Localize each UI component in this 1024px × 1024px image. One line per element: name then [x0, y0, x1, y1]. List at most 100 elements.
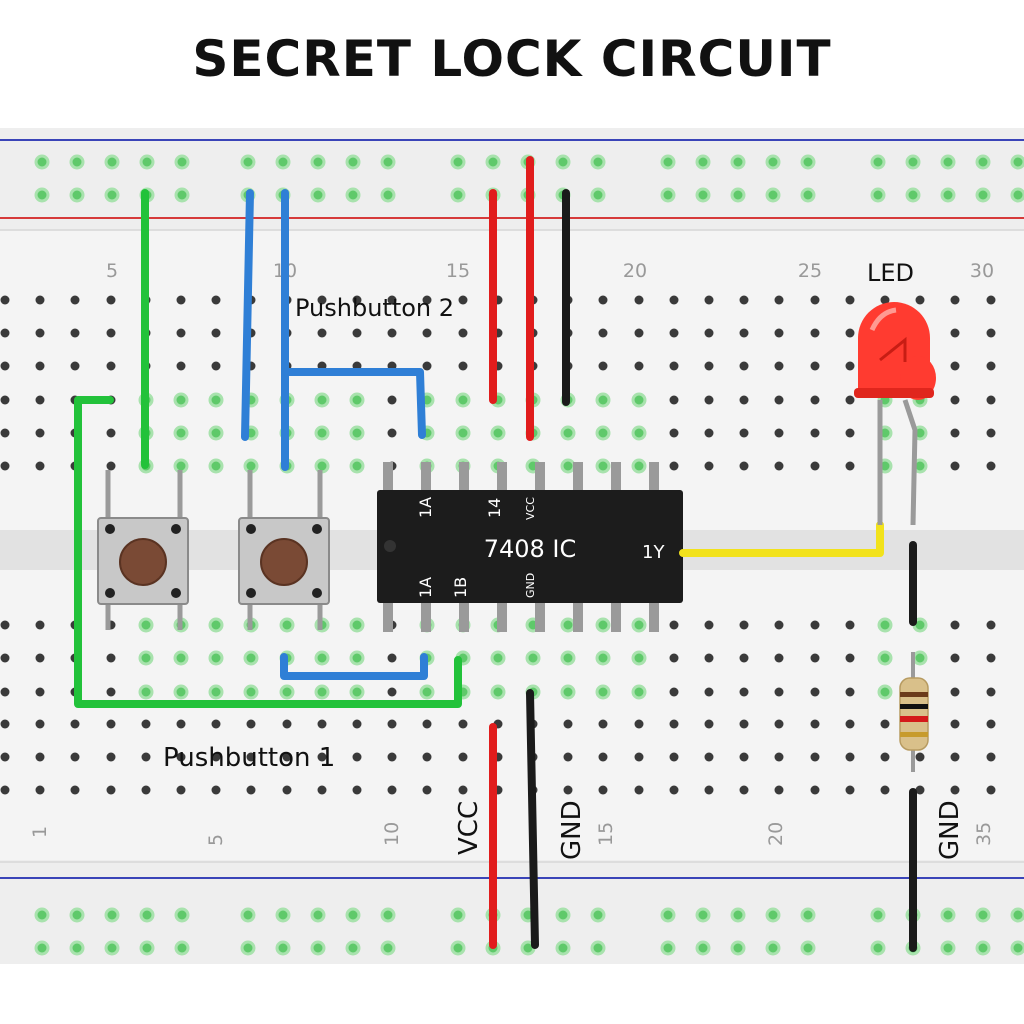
terminal-area-bottom: [0, 570, 1024, 860]
ic-pin: [497, 603, 507, 632]
breadboard-hole: [704, 328, 714, 338]
breadboard-hole: [525, 650, 541, 666]
breadboard-hole: [0, 785, 10, 795]
breadboard-hole: [314, 684, 330, 700]
pushbutton-cap[interactable]: [260, 538, 308, 586]
breadboard-hole: [739, 719, 749, 729]
breadboard-hole: [765, 940, 781, 956]
breadboard-hole: [1010, 940, 1024, 956]
resistor[interactable]: [899, 652, 929, 772]
wire-black-gnd[interactable]: [526, 689, 539, 949]
breadboard-hole: [211, 328, 221, 338]
breadboard-hole: [279, 617, 295, 633]
breadboard-hole: [669, 719, 679, 729]
breadboard-hole: [950, 428, 960, 438]
column-number: 20: [623, 260, 647, 282]
ic-output-label: 1Y: [642, 542, 665, 563]
breadboard-hole: [106, 687, 116, 697]
breadboard-hole: [345, 187, 361, 203]
breadboard-hole: [211, 752, 221, 762]
pushbutton-cap[interactable]: [119, 538, 167, 586]
breadboard-hole: [387, 687, 397, 697]
breadboard-hole: [35, 361, 45, 371]
breadboard-hole: [349, 392, 365, 408]
breadboard-hole: [139, 940, 155, 956]
breadboard-hole: [730, 187, 746, 203]
breadboard-hole: [870, 940, 886, 956]
breadboard-hole: [915, 785, 925, 795]
breadboard-hole: [940, 940, 956, 956]
breadboard-hole: [730, 154, 746, 170]
breadboard-hole: [590, 940, 606, 956]
breadboard-hole: [34, 187, 50, 203]
pushbutton-1[interactable]: [97, 470, 189, 630]
breadboard-hole: [810, 752, 820, 762]
breadboard-hole: [208, 425, 224, 441]
breadboard-hole: [349, 458, 365, 474]
breadboard-hole: [704, 752, 714, 762]
breadboard-hole: [69, 940, 85, 956]
breadboard-hole: [310, 940, 326, 956]
breadboard-hole: [704, 687, 714, 697]
breadboard-hole: [246, 719, 256, 729]
breadboard-hole: [35, 461, 45, 471]
breadboard-hole: [634, 361, 644, 371]
breadboard-hole: [279, 684, 295, 700]
breadboard-hole: [986, 752, 996, 762]
ic-pin: [535, 462, 545, 490]
breadboard-hole: [0, 653, 10, 663]
breadboard-hole: [69, 907, 85, 923]
breadboard-hole: [810, 428, 820, 438]
ic-name: 7408 IC: [484, 535, 577, 563]
breadboard-hole: [387, 719, 397, 729]
breadboard-hole: [34, 154, 50, 170]
breadboard-hole: [774, 361, 784, 371]
wire-yellow-output[interactable]: [679, 521, 884, 557]
breadboard-hole: [138, 617, 154, 633]
breadboard-hole: [563, 719, 573, 729]
pushbutton-2[interactable]: [238, 470, 330, 630]
led[interactable]: [854, 302, 936, 526]
breadboard-hole: [138, 684, 154, 700]
breadboard-hole: [0, 620, 10, 630]
breadboard-hole: [634, 719, 644, 729]
breadboard-hole: [704, 428, 714, 438]
breadboard-hole: [104, 907, 120, 923]
breadboard-hole: [349, 650, 365, 666]
breadboard-hole: [310, 154, 326, 170]
breadboard-hole: [208, 650, 224, 666]
breadboard-hole: [915, 752, 925, 762]
breadboard-hole: [458, 295, 468, 305]
breadboard-hole: [774, 328, 784, 338]
breadboard-hole: [660, 154, 676, 170]
breadboard-hole: [905, 154, 921, 170]
breadboard-hole: [35, 395, 45, 405]
breadboard-hole: [314, 650, 330, 666]
breadboard-hole: [870, 154, 886, 170]
breadboard-hole: [950, 395, 960, 405]
breadboard-hole: [490, 684, 506, 700]
ic-7408[interactable]: [377, 490, 683, 603]
breadboard-hole: [176, 328, 186, 338]
breadboard-hole: [70, 719, 80, 729]
wire-blue-pushbutton-2[interactable]: [281, 368, 426, 439]
breadboard-hole: [877, 650, 893, 666]
wire-blue-bottom[interactable]: [280, 653, 428, 680]
breadboard-hole: [141, 785, 151, 795]
led-label: LED: [867, 259, 914, 287]
wire-green-pushbutton-1[interactable]: [74, 396, 462, 708]
breadboard-hole: [563, 785, 573, 795]
ic-pin: [649, 462, 659, 490]
breadboard-hole: [422, 719, 432, 729]
breadboard-hole: [739, 620, 749, 630]
breadboard-hole: [455, 392, 471, 408]
breadboard-hole: [387, 428, 397, 438]
breadboard-hole: [595, 684, 611, 700]
breadboard-hole: [211, 785, 221, 795]
breadboard-hole: [940, 187, 956, 203]
breadboard-hole: [598, 295, 608, 305]
breadboard-hole: [173, 392, 189, 408]
wire-blue-a[interactable]: [241, 189, 254, 441]
breadboard-hole: [35, 687, 45, 697]
breadboard-hole: [595, 392, 611, 408]
